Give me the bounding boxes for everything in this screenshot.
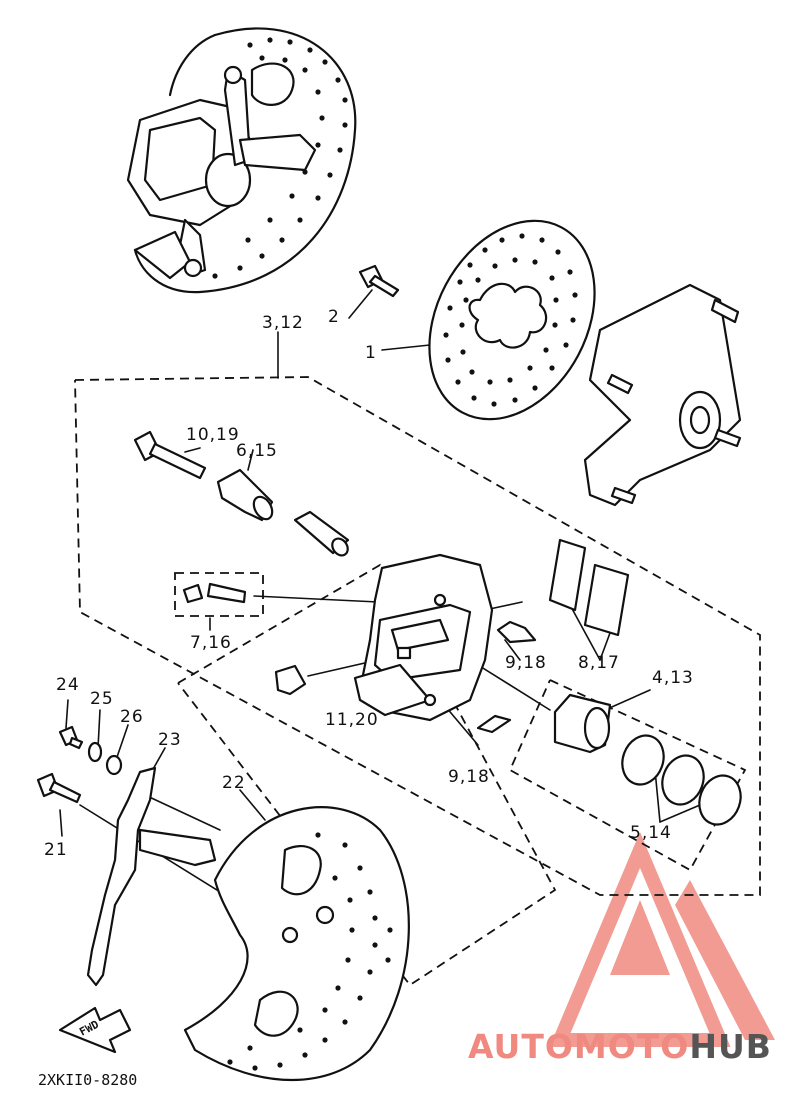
wheel-hub-icon <box>583 283 742 507</box>
label-part-4-13: 4,13 <box>652 668 694 688</box>
caliper-bracket-icon <box>86 766 217 987</box>
label-part-22: 22 <box>222 773 246 793</box>
label-part-8-17: 8,17 <box>578 653 620 673</box>
caliper-piston-icon <box>553 693 612 754</box>
pad-support-upper-icon <box>496 620 537 644</box>
disc-cover-icon <box>183 806 410 1081</box>
label-part-9-18-upper: 9,18 <box>505 653 547 673</box>
label-part-23: 23 <box>158 730 182 750</box>
brake-disc-icon <box>428 219 596 421</box>
watermark-logo-icon <box>549 831 775 1047</box>
caliper-body-icon <box>353 553 494 722</box>
bracket-bolts-icon <box>36 725 123 804</box>
pin-boot-icon <box>216 468 274 522</box>
forward-arrow-icon <box>58 1006 132 1054</box>
pad-support-lower-icon <box>476 714 512 734</box>
assembled-brake-disc-icon <box>126 27 357 294</box>
caliper-pin-bolt-icon <box>133 430 207 480</box>
label-part-24: 24 <box>56 675 80 695</box>
pad-shim-icon <box>274 664 307 696</box>
brake-pads-icon <box>548 538 630 637</box>
label-part-1: 1 <box>365 343 377 363</box>
drawing-code: 2XKII0-8280 <box>38 1071 137 1089</box>
label-part-7-16: 7,16 <box>190 633 232 653</box>
bleed-screw-box <box>174 572 264 617</box>
piston-seals-icon <box>621 734 742 826</box>
watermark-text: AUTOMOTOHUB <box>468 1027 772 1066</box>
caliper-assembly-boundary <box>74 376 761 896</box>
label-part-25: 25 <box>90 689 114 709</box>
label-part-11-20: 11,20 <box>325 710 379 730</box>
label-part-10-19: 10,19 <box>186 425 240 445</box>
label-part-9-18-lower: 9,18 <box>448 767 490 787</box>
label-part-6-15: 6,15 <box>236 441 278 461</box>
caliper-sleeve-icon <box>293 510 350 557</box>
label-part-26: 26 <box>120 707 144 727</box>
label-part-5-14: 5,14 <box>630 823 672 843</box>
seal-kit-boundary <box>508 679 747 872</box>
watermark-auto: AUTO <box>468 1027 574 1066</box>
label-part-2: 2 <box>328 307 340 327</box>
label-part-3-12: 3,12 <box>262 313 304 333</box>
watermark-hub: HUB <box>689 1027 772 1066</box>
watermark-moto: MOTO <box>574 1027 689 1066</box>
bleed-screw-icon <box>182 582 247 604</box>
disc-bolt-icon <box>358 264 400 298</box>
label-part-21: 21 <box>44 840 68 860</box>
